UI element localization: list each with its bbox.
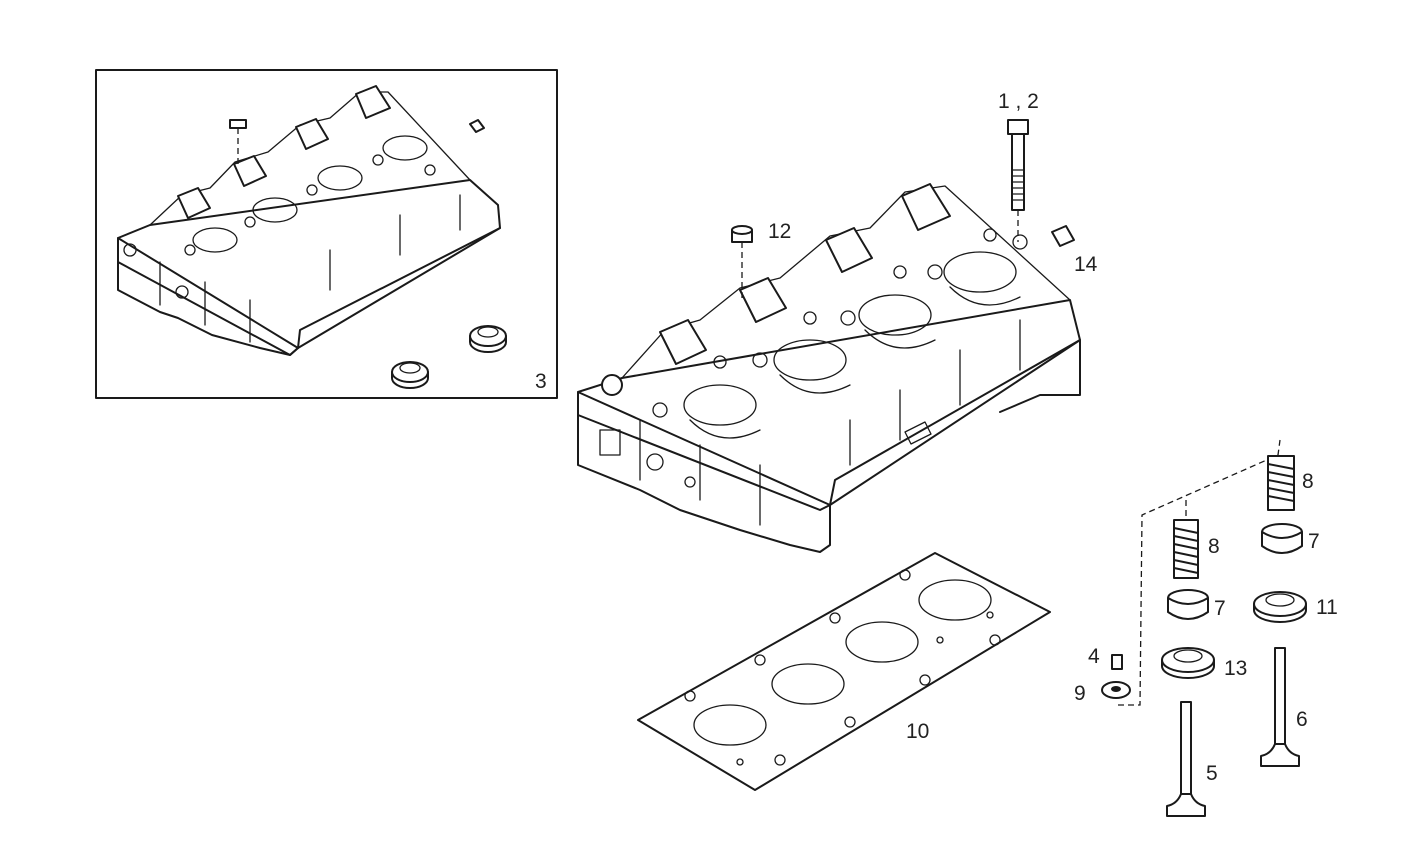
callout-4: 4 [1088, 645, 1100, 668]
callout-11: 11 [1316, 596, 1338, 619]
inset-seal-upper [469, 325, 507, 353]
callout-10: 10 [906, 720, 929, 743]
callout-13: 13 [1224, 657, 1247, 680]
callout-6: 6 [1296, 708, 1308, 731]
callout-5: 5 [1206, 762, 1218, 785]
inset-cylinder-head-drawing [117, 85, 501, 356]
exhaust-valve [1260, 647, 1300, 767]
assembly-guide-line [1118, 439, 1281, 706]
callout-7-right: 7 [1308, 530, 1320, 553]
callout-3: 3 [535, 370, 547, 393]
callout-7-left: 7 [1214, 597, 1226, 620]
callout-1-2: 1 , 2 [998, 90, 1039, 113]
inset-head-assembly: 3 [95, 69, 558, 399]
spring-retainer-left [1167, 589, 1209, 620]
stem-seal-right [1253, 591, 1307, 623]
head-gasket [637, 552, 1051, 791]
dowel [1051, 225, 1075, 247]
valve-key [1111, 654, 1123, 670]
spring-retainer-right [1261, 523, 1303, 554]
head-bolt [1007, 119, 1029, 242]
spring-seat [1101, 681, 1131, 699]
callout-12: 12 [768, 220, 791, 243]
stem-seal-left [1161, 647, 1215, 679]
intake-valve [1166, 701, 1206, 817]
callout-8-right: 8 [1302, 470, 1314, 493]
valve-spring-right [1267, 455, 1295, 511]
inset-seal-lower [391, 361, 429, 389]
inset-dowel [469, 119, 485, 133]
callout-9: 9 [1074, 682, 1086, 705]
callout-8-left: 8 [1208, 535, 1220, 558]
plug [731, 225, 753, 300]
cylinder-head-drawing [577, 183, 1081, 553]
callout-14: 14 [1074, 253, 1098, 276]
valve-spring-left [1173, 519, 1199, 579]
inset-frame [95, 69, 558, 399]
inset-plug [229, 119, 247, 168]
